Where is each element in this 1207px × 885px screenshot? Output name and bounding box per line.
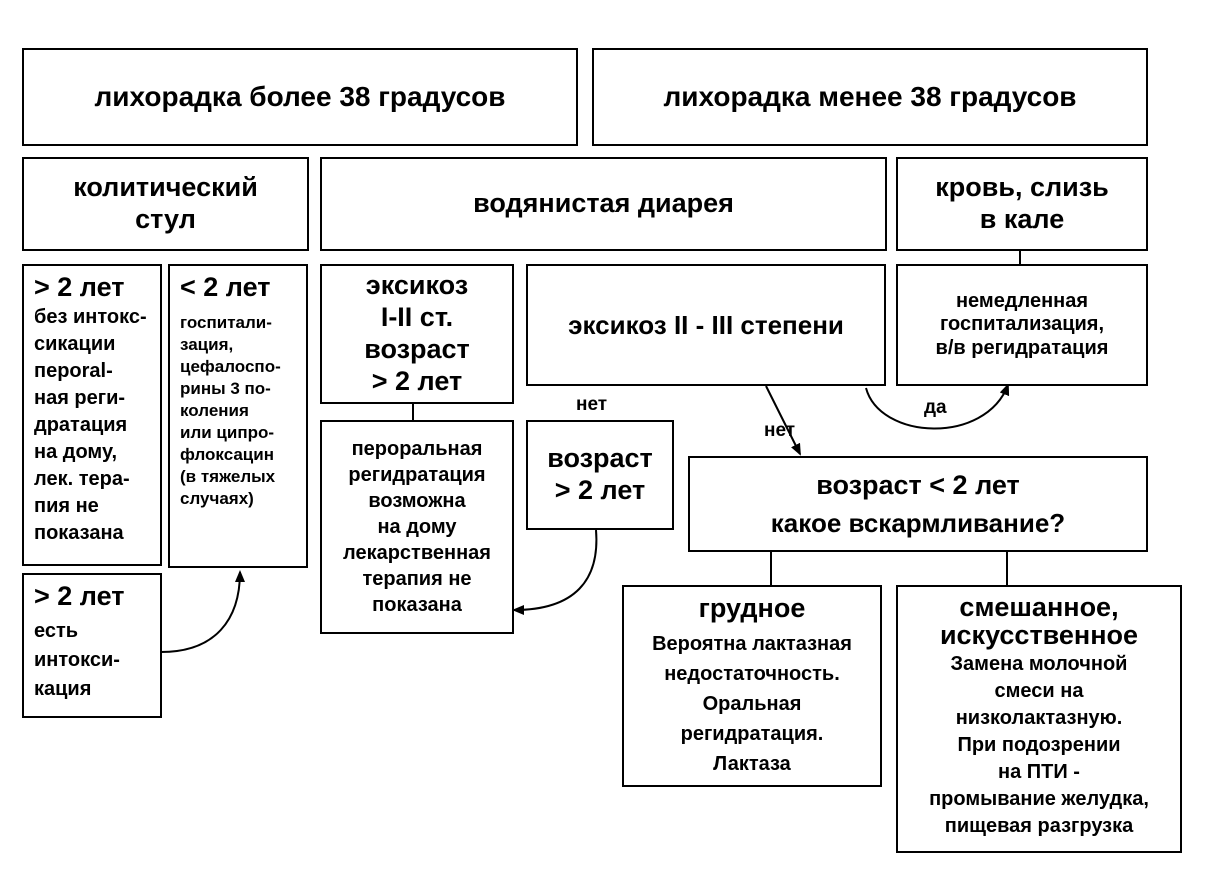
exicosis23-text: эксикоз II - III степени [568,309,844,340]
exicosis-1-2-box: эксикоз I-II ст. возраст > 2 лет [320,264,514,404]
over2-line: показана [34,521,124,544]
over2-line: ная реги- [34,386,126,409]
oral-line: показана [372,594,462,616]
mixed-line: низколактазную. [955,707,1123,729]
age-under2-feeding-box: возраст < 2 лет какое вскармливание? [688,456,1148,552]
over2-line: на дому, [34,440,118,463]
feeding-question: какое вскармливание? [770,507,1066,538]
age-over2-line: > 2 лет [554,475,646,505]
arrow-intox-to-under2 [160,570,245,653]
breast-line: Вероятна лактазная [652,632,852,655]
over2-line: лек. тера- [34,467,130,490]
mixed-line: Замена молочной [950,653,1128,675]
mixed-line: пищевая разгрузка [944,815,1134,837]
oral-rehydration-box: пероральная регидратация возможна на дом… [320,420,514,634]
colitic-line-2: стул [135,204,196,234]
arrow-exicosis23-yes [865,383,1010,430]
breast-line: Оральная [702,692,802,715]
over2-line: дратация [34,413,128,436]
over2-line: без интокс- [34,305,147,328]
exicosis12-line: эксикоз [365,270,469,301]
over2-intox-line: интокси- [34,648,120,671]
under2-title: < 2 лет [180,272,271,302]
exicosis12-line: возраст [364,334,470,364]
under2-line: рины 3 по- [180,378,271,398]
watery-diarrhea-box: водянистая диарея [320,157,887,251]
under2-box: < 2 лет госпитали- зация, цефалоспо- рин… [168,264,308,568]
under2-line: зация, [180,334,234,354]
hospital-line: в/в регидратация [935,336,1109,359]
age-over2-line: возраст [547,443,653,474]
breast-line: регидратация. [680,722,824,745]
oral-line: лекарственная [343,542,491,564]
exicosis12-line: I-II ст. [380,302,454,333]
over2-intox-line: кация [34,677,92,700]
fever-above-38-box: лихорадка более 38 градусов [22,48,578,146]
under2-line: флоксацин [180,444,274,464]
under2-line: случаях) [180,488,254,508]
blood-mucus-box: кровь, слизь в кале [896,157,1148,251]
under2-line: или ципро- [180,422,275,442]
over2-line: пия не [34,494,99,517]
watery-diarrhea-text: водянистая диарея [473,188,734,219]
blood-line-2: в кале [979,204,1065,234]
blood-line-1: кровь, слизь [935,172,1109,203]
over2-line: сикации [34,332,116,355]
breast-line: Лактаза [713,752,791,775]
mixed-line: промывание желудка, [929,788,1149,810]
edge-label-no-2: нет [764,420,796,441]
over2-intox-box: > 2 лет есть интокси- кация [22,573,162,718]
mixed-line: на ПТИ - [998,761,1080,783]
colitic-stool-box: колитический стул [22,157,309,251]
under2-line: госпитали- [180,312,272,332]
exicosis-2-3-box: эксикоз II - III степени [526,264,886,386]
over2-title: > 2 лет [34,272,125,302]
edge-label-yes: да [924,397,947,418]
mixed-title: искусственное [939,620,1139,650]
over2-no-intox-box: > 2 лет без интокс- сикации пероral- ная… [22,264,162,566]
arrow-age-to-oral [512,529,598,615]
age-under2-line: возраст < 2 лет [816,469,1020,500]
over2-line: пероral- [34,359,113,382]
over2-intox-title: > 2 лет [34,581,125,611]
oral-line: терапия не [362,568,472,590]
arrow-exicosis23-no [765,385,801,456]
under2-line: цефалоспо- [180,356,281,376]
exicosis12-line: > 2 лет [371,365,463,396]
mixed-title: смешанное, [959,592,1119,622]
hospitalization-box: немедленная госпитализация, в/в регидрат… [896,264,1148,386]
hospital-line: госпитализация, [939,313,1105,336]
fever-below-38-box: лихорадка менее 38 градусов [592,48,1148,146]
oral-line: возможна [368,490,466,512]
oral-line: пероральная [351,438,483,460]
under2-line: коления [180,400,249,420]
age-over2-box: возраст > 2 лет [526,420,674,530]
breast-line: недостаточность. [664,662,840,685]
colitic-line-1: колитический [73,172,258,203]
fever-above-38-text: лихорадка более 38 градусов [94,81,506,113]
hospital-line: немедленная [955,289,1089,312]
over2-intox-line: есть [34,619,79,642]
mixed-feeding-box: смешанное, искусственное Замена молочной… [896,585,1182,853]
fever-below-38-text: лихорадка менее 38 градусов [663,81,1077,113]
oral-line: регидратация [348,464,486,486]
mixed-line: смеси на [994,680,1084,702]
mixed-line: При подозрении [957,734,1121,756]
breast-feeding-box: грудное Вероятна лактазная недостаточнос… [622,585,882,787]
oral-line: на дому [377,516,457,538]
under2-line: (в тяжелых [180,466,276,486]
breast-title: грудное [698,593,806,623]
edge-label-no-1: нет [576,394,608,415]
